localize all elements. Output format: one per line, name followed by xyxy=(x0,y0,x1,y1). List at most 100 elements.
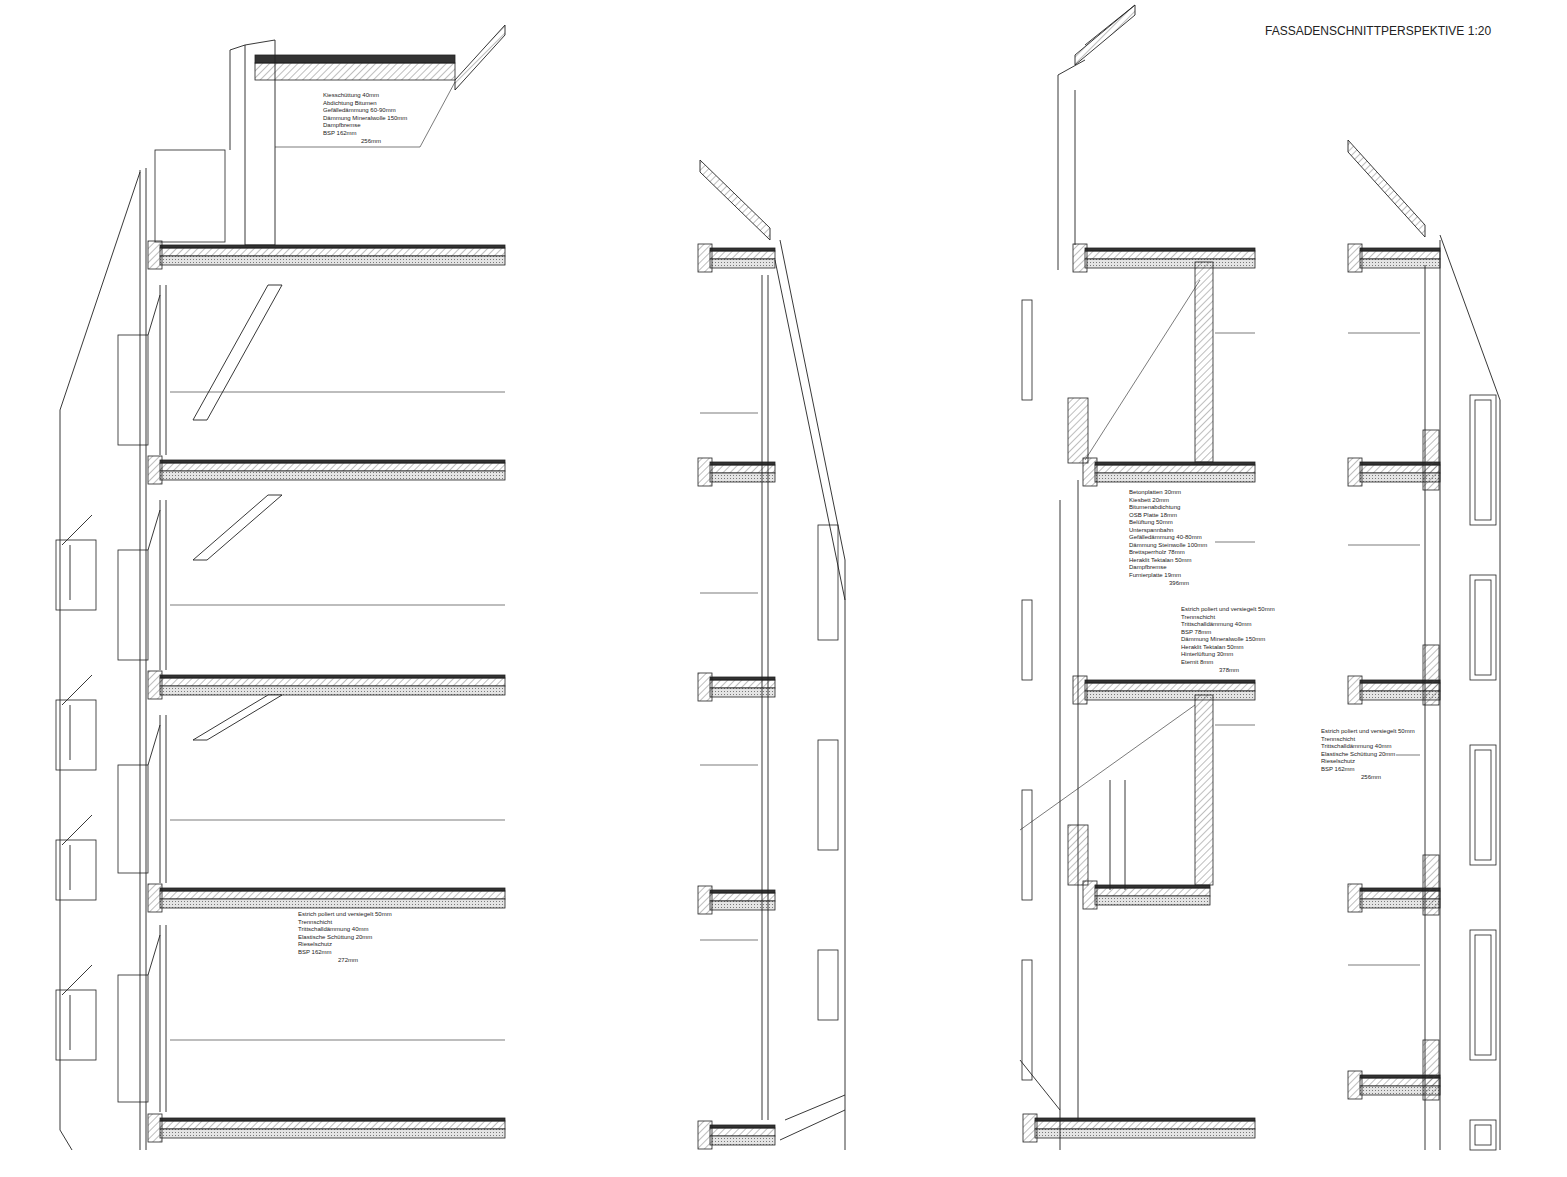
drawing-line xyxy=(1215,725,1255,726)
rooftop-structure xyxy=(155,150,225,242)
clt-slab xyxy=(710,259,775,268)
layer-text: Rieselschutz xyxy=(297,941,333,949)
layer-text: Trennschicht xyxy=(1180,614,1216,622)
drawing-line xyxy=(845,560,846,1150)
drawing-line xyxy=(1440,240,1441,1150)
screed-layer xyxy=(160,888,505,891)
insulation-layer xyxy=(160,463,505,471)
layer-callout: Estrich poliert und versiegelt 50mmTrenn… xyxy=(1320,728,1416,782)
window-glass xyxy=(1475,935,1491,1055)
layer-callout: Estrich poliert und versiegelt 50mmTrenn… xyxy=(297,911,393,965)
drawing-line xyxy=(166,285,167,455)
drawing-line xyxy=(70,995,71,1050)
clt-slab xyxy=(1095,473,1255,482)
drawing-line xyxy=(768,275,769,1120)
drawing-line xyxy=(146,168,147,1150)
layer-text: Trittschalldämmung 40mm xyxy=(297,926,369,934)
roof-gravel xyxy=(255,55,455,63)
layer-text: Furnierplatte 19mm xyxy=(1128,572,1182,580)
slab-edge-detail xyxy=(1348,458,1362,486)
screed-layer xyxy=(710,248,775,251)
clt-slab xyxy=(710,688,775,697)
total-thickness: 256mm xyxy=(360,138,382,146)
layer-text: Estrich poliert und versiegelt 50mm xyxy=(297,911,393,919)
drawing-line xyxy=(1020,1060,1060,1110)
drawing-line xyxy=(160,925,161,1112)
window-frame xyxy=(1470,745,1496,865)
clt-slab xyxy=(160,256,505,265)
clt-slab xyxy=(1035,1129,1255,1138)
window-frame xyxy=(1470,395,1496,525)
drawing-line xyxy=(1425,265,1426,1150)
layer-text: Eternit 8mm xyxy=(1180,659,1214,667)
insulation-layer xyxy=(1095,888,1210,896)
insulation-layer xyxy=(160,1121,505,1129)
balcony xyxy=(56,990,96,1060)
window-frame xyxy=(1022,600,1032,680)
window-frame xyxy=(1470,575,1496,680)
drawing-line xyxy=(775,260,845,600)
screed-layer xyxy=(160,460,505,463)
insulation-layer xyxy=(1085,251,1255,259)
drawing-outline xyxy=(245,40,275,245)
drawing-line xyxy=(780,240,845,560)
drawing-line xyxy=(420,82,455,147)
layer-text: OSB Platte 18mm xyxy=(1128,512,1178,520)
slab-edge-detail xyxy=(698,244,712,272)
clt-slab xyxy=(160,686,505,695)
window-glass xyxy=(1475,1125,1491,1145)
drawing-line xyxy=(1215,333,1255,334)
drawing-outline xyxy=(700,160,770,240)
layer-text: Trittschalldämmung 40mm xyxy=(1320,743,1392,751)
insulation-layer xyxy=(710,251,775,259)
insulation-layer xyxy=(710,680,775,688)
drawing-outline xyxy=(193,695,282,740)
insulation-layer xyxy=(1360,251,1440,259)
window-panel xyxy=(118,550,148,660)
screed-layer xyxy=(1095,462,1255,465)
sheet-title: FASSADENSCHNITTPERSPEKTIVE 1:20 xyxy=(1265,24,1491,38)
drawing-outline xyxy=(1075,5,1135,65)
drawing-line xyxy=(1440,235,1500,400)
slab-edge-detail xyxy=(1073,676,1087,704)
screed-layer xyxy=(160,1118,505,1121)
clt-slab xyxy=(710,1136,775,1145)
clt-slab xyxy=(160,899,505,908)
window-panel xyxy=(118,975,148,1102)
window-glass xyxy=(1475,580,1491,675)
clt-slab xyxy=(710,473,775,482)
drawing-line xyxy=(1058,75,1059,270)
drawing-line xyxy=(1348,965,1420,966)
drawing-line xyxy=(230,50,231,150)
drawing-line xyxy=(230,45,245,50)
layer-text: Gefälledämmung 60-90mm xyxy=(322,107,397,115)
layer-text: Abdichtung Bitumen xyxy=(322,100,378,108)
layer-text: Dämmung Mineralwolle 150mm xyxy=(322,115,408,123)
drawing-outline xyxy=(1348,140,1425,237)
window-head xyxy=(1068,398,1088,463)
screed-layer xyxy=(710,890,775,893)
window-frame xyxy=(1022,300,1032,400)
drawing-line xyxy=(60,172,140,410)
layer-text: Gefälledämmung 40-80mm xyxy=(1128,534,1203,542)
drawing-line xyxy=(170,605,505,606)
drawing-line xyxy=(148,725,160,765)
slab-edge-detail xyxy=(1348,676,1362,704)
layer-text: BSP 162mm xyxy=(322,130,358,138)
drawing-line xyxy=(60,1130,72,1150)
drawing-line xyxy=(1078,480,1079,1120)
drawing-line xyxy=(70,705,71,760)
drawing-line xyxy=(70,845,71,890)
drawing-line xyxy=(62,815,92,845)
drawing-line xyxy=(1075,90,1076,245)
layer-text: Dampfbremse xyxy=(322,122,362,130)
drawing-line xyxy=(1215,542,1255,543)
drawing-line xyxy=(762,275,763,1120)
loggia-wall xyxy=(1195,695,1213,885)
layer-text: Elastische Schüttung 20mm xyxy=(297,934,373,942)
screed-layer xyxy=(1095,885,1210,888)
screed-layer xyxy=(710,1125,775,1128)
total-thickness: 396mm xyxy=(1168,580,1190,588)
drawing-outline xyxy=(193,285,282,420)
window-frame xyxy=(818,740,838,850)
